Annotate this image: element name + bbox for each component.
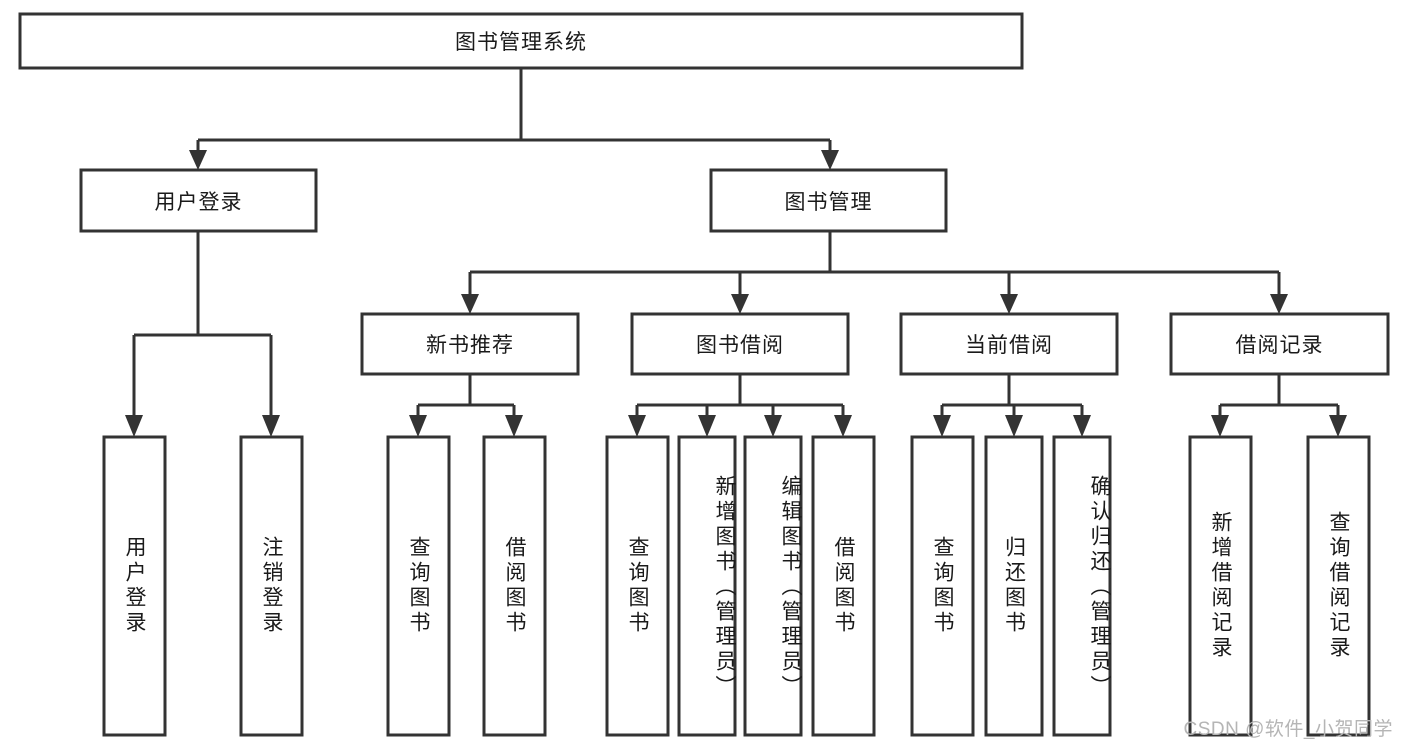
leaf-box-new-book-2[interactable] xyxy=(482,435,547,737)
node-box-user-login[interactable] xyxy=(79,168,318,233)
node-box-new-book-recommend[interactable] xyxy=(360,312,580,376)
arrowhead-book-borrow xyxy=(731,294,749,314)
arrowhead-leaf-current-borrow-2 xyxy=(1005,415,1023,437)
watermark-text: CSDN @软件_小贺同学 xyxy=(1183,719,1393,740)
arrowhead-leaf-new-book-1 xyxy=(409,415,427,437)
leaf-box-new-book-1[interactable] xyxy=(386,435,451,737)
arrowhead-borrow-record xyxy=(1270,294,1288,314)
node-box-current-borrow[interactable] xyxy=(899,312,1119,376)
leaf-box-current-borrow-2[interactable] xyxy=(984,435,1044,737)
arrowhead-leaf-user-login-2 xyxy=(262,415,280,437)
arrowhead-current-borrow xyxy=(1000,294,1018,314)
arrowhead-leaf-book-borrow-2 xyxy=(698,415,716,437)
arrowhead-leaf-user-login-1 xyxy=(125,415,143,437)
leaf-box-current-borrow-3[interactable] xyxy=(1052,435,1112,737)
leaf-box-book-borrow-4[interactable] xyxy=(811,435,876,737)
arrowhead-book-management xyxy=(821,150,839,170)
arrowhead-leaf-book-borrow-1 xyxy=(628,415,646,437)
leaf-box-borrow-record-1[interactable] xyxy=(1188,435,1253,737)
arrowhead-user-login xyxy=(189,150,207,170)
leaf-box-book-borrow-3[interactable] xyxy=(743,435,803,737)
arrowhead-leaf-borrow-record-2 xyxy=(1329,415,1347,437)
node-box-root[interactable] xyxy=(18,12,1024,70)
arrowhead-leaf-current-borrow-1 xyxy=(933,415,951,437)
leaf-box-user-login-2[interactable] xyxy=(239,435,304,737)
leaf-box-book-borrow-2[interactable] xyxy=(677,435,737,737)
node-box-book-borrow[interactable] xyxy=(630,312,850,376)
node-box-book-management[interactable] xyxy=(709,168,948,233)
arrowhead-leaf-current-borrow-3 xyxy=(1073,415,1091,437)
arrowhead-leaf-new-book-2 xyxy=(505,415,523,437)
arrowhead-leaf-book-borrow-3 xyxy=(764,415,782,437)
leaf-box-current-borrow-1[interactable] xyxy=(910,435,975,737)
arrowhead-leaf-borrow-record-1 xyxy=(1211,415,1229,437)
arrowhead-new-book-recommend xyxy=(461,294,479,314)
leaf-box-user-login-1[interactable] xyxy=(102,435,167,737)
leaf-box-borrow-record-2[interactable] xyxy=(1306,435,1371,737)
node-box-borrow-record[interactable] xyxy=(1169,312,1390,376)
arrowhead-leaf-book-borrow-4 xyxy=(834,415,852,437)
leaf-box-book-borrow-1[interactable] xyxy=(605,435,670,737)
